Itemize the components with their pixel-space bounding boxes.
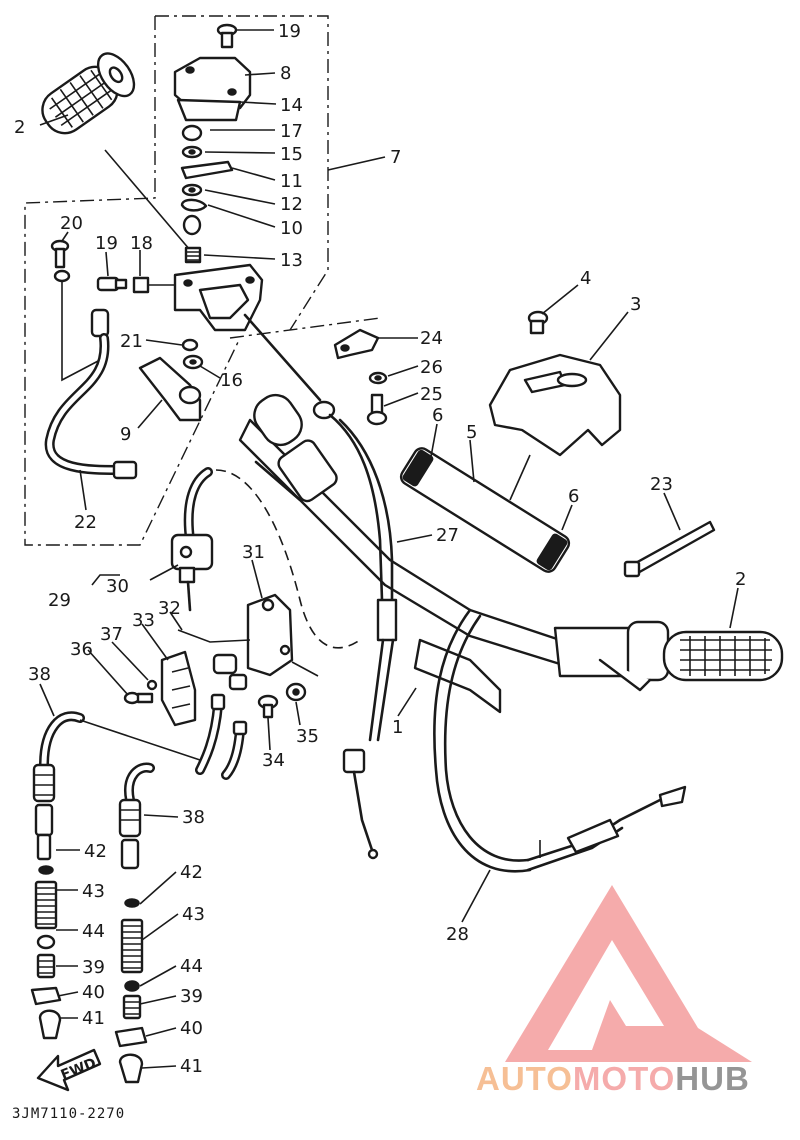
lead-wire-22 — [44, 239, 138, 480]
callout-7: 7 — [390, 147, 401, 168]
callout-34: 34 — [262, 750, 285, 771]
throttle-cable-27 — [243, 313, 398, 860]
switch-9 — [138, 356, 202, 422]
watermark-logo: AUTOMOTOHUB — [476, 885, 752, 1097]
springs-left — [30, 865, 62, 1040]
callout-44-left: 44 — [82, 921, 105, 942]
callout-10: 10 — [280, 218, 303, 239]
callout-31: 31 — [242, 542, 265, 563]
callout-6-left: 6 — [432, 405, 443, 426]
callout-40-right: 40 — [180, 1018, 203, 1039]
callout-38-left: 38 — [28, 664, 51, 685]
watermark-inner-icon — [548, 940, 664, 1050]
callout-37: 37 — [100, 624, 123, 645]
callout-21: 21 — [120, 331, 143, 352]
callout-9: 9 — [120, 424, 131, 445]
screw-19-18 — [96, 276, 175, 294]
callout-29: 29 — [48, 590, 71, 611]
throttle-small-parts — [180, 124, 234, 264]
callout-16: 16 — [220, 370, 243, 391]
callout-8: 8 — [280, 63, 291, 84]
screw-34-35 — [257, 682, 307, 719]
callout-22: 22 — [74, 512, 97, 533]
callout-39-left: 39 — [82, 957, 105, 978]
grip-texture — [680, 636, 772, 676]
part-code: 3JM7110-2270 — [12, 1106, 125, 1122]
callout-41-left: 41 — [82, 1008, 105, 1029]
callout-6-right: 6 — [568, 486, 579, 507]
callout-numbers: 19 8 14 17 15 11 12 10 13 7 2 20 19 18 2… — [14, 21, 746, 1077]
bracket-33 — [160, 650, 197, 727]
callout-41-right: 41 — [180, 1056, 203, 1077]
callout-30: 30 — [106, 576, 129, 597]
bolt-4 — [527, 310, 549, 335]
hose-38-right — [118, 762, 155, 870]
callout-42-left: 42 — [84, 841, 107, 862]
clamp-24 — [333, 328, 380, 360]
springs-right — [114, 898, 148, 1084]
callout-14: 14 — [280, 95, 303, 116]
cable-28 — [433, 608, 687, 873]
callout-43-left: 43 — [82, 881, 105, 902]
watermark-brand-auto: AUTO — [476, 1060, 573, 1097]
switch-31 — [177, 593, 319, 677]
screw-36-37 — [123, 679, 158, 705]
housing-3 — [488, 353, 622, 457]
callout-5: 5 — [466, 422, 477, 443]
callout-3: 3 — [630, 294, 641, 315]
cable-tie-23 — [623, 520, 716, 578]
grip-5 — [399, 447, 571, 573]
callout-32: 32 — [158, 598, 181, 619]
watermark-brand-hub: HUB — [675, 1060, 750, 1097]
callout-17: 17 — [280, 121, 303, 142]
callout-35: 35 — [296, 726, 319, 747]
part-32 — [212, 653, 248, 691]
washers-21-16 — [181, 338, 204, 370]
callout-20: 20 — [60, 213, 83, 234]
watermark-brand-moto: MOTO — [573, 1060, 675, 1097]
throttle-housing — [173, 263, 264, 332]
callout-11: 11 — [280, 171, 303, 192]
hose-connectors — [195, 693, 248, 780]
watermark-text: AUTOMOTOHUB — [476, 1060, 750, 1097]
callout-13: 13 — [280, 250, 303, 271]
callout-39-right: 39 — [180, 986, 203, 1007]
callout-42-right: 42 — [180, 862, 203, 883]
throttle-cover — [173, 56, 252, 122]
callout-18: 18 — [130, 233, 153, 254]
callout-27: 27 — [436, 525, 459, 546]
washer-26 — [368, 371, 388, 385]
callout-26: 26 — [420, 357, 443, 378]
right-grip — [553, 620, 784, 692]
screw-19-top — [216, 23, 238, 49]
callout-33: 33 — [132, 610, 155, 631]
left-grip — [41, 52, 136, 135]
callout-15: 15 — [280, 144, 303, 165]
throttle-assembly-outline — [24, 15, 381, 546]
callout-2-right: 2 — [735, 569, 746, 590]
callout-19: 19 — [278, 21, 301, 42]
fwd-arrow: FWD — [36, 1048, 102, 1092]
callout-44-right: 44 — [180, 956, 203, 977]
callout-36: 36 — [70, 639, 93, 660]
hose-38-left — [32, 711, 201, 861]
callout-12: 12 — [280, 194, 303, 215]
callout-1: 1 — [392, 717, 403, 738]
callout-43-right: 43 — [182, 904, 205, 925]
callout-28: 28 — [446, 924, 469, 945]
callout-2-left: 2 — [14, 117, 25, 138]
callout-4: 4 — [580, 268, 591, 289]
callout-19-left: 19 — [95, 233, 118, 254]
callout-38-right: 38 — [182, 807, 205, 828]
callout-24: 24 — [420, 328, 443, 349]
bolt-25 — [366, 393, 388, 426]
callout-40-left: 40 — [82, 982, 105, 1003]
callout-23: 23 — [650, 474, 673, 495]
switch-30 — [170, 467, 361, 649]
leader-lines — [39, 29, 739, 1069]
callout-25: 25 — [420, 384, 443, 405]
